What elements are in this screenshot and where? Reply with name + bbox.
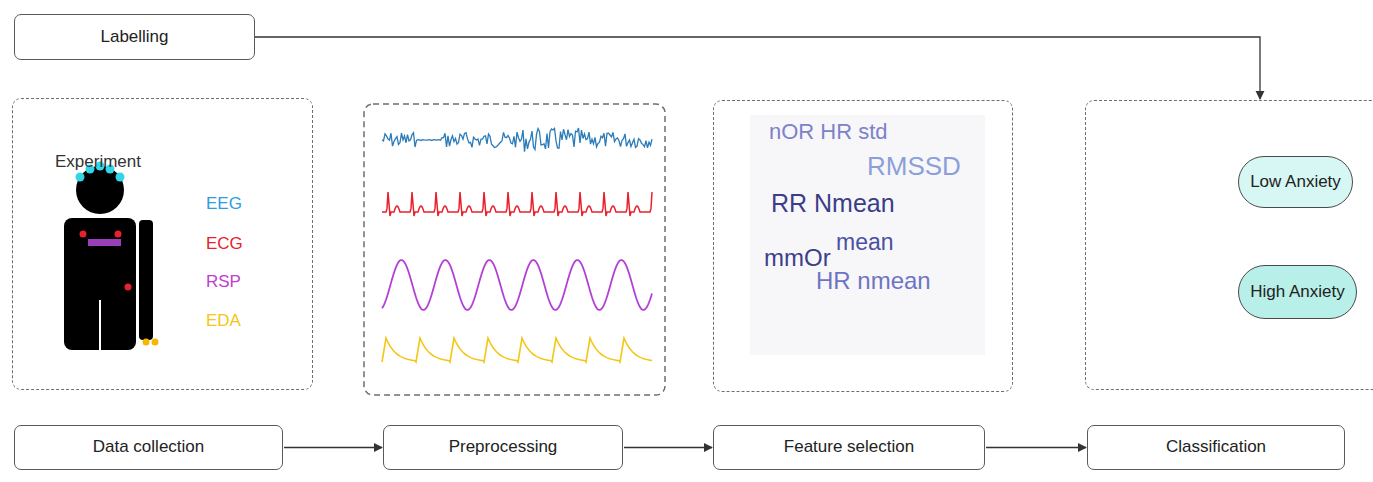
- box-label: Preprocessing: [449, 438, 558, 457]
- experiment-panel: ExperimentEEG ECG RSP EDA: [12, 98, 313, 390]
- classification-panel: Low AnxietyHigh Anxiety: [1085, 100, 1373, 390]
- feature-panel: nOR HR stdRMSSD RR Nmean mmOrmean HR nmean: [713, 100, 1013, 392]
- word-cloud-ground: [750, 115, 985, 355]
- box-label: High Anxiety: [1250, 283, 1345, 302]
- flow-arrow: [284, 447, 382, 448]
- process-box: Classification: [1087, 425, 1345, 470]
- panel-label: RR Nmean: [771, 191, 895, 216]
- panel-label: ECG: [206, 235, 243, 252]
- panel-label: RSP: [206, 273, 241, 290]
- panel-label: RMSSD: [867, 153, 961, 179]
- person-figure: [64, 162, 159, 353]
- panel-label: nOR HR std: [769, 121, 888, 143]
- flow-arrow: [255, 37, 1260, 99]
- process-box: Data collection: [14, 425, 283, 470]
- panel-label: EDA: [206, 312, 241, 329]
- class-pill: Low Anxiety: [1238, 156, 1353, 208]
- panel-label: HR nmean: [816, 269, 931, 293]
- panel-label: EEG: [206, 195, 242, 212]
- process-box: Preprocessing: [383, 425, 623, 470]
- panel-label: mmOr: [764, 246, 831, 270]
- box-label: Labelling: [100, 28, 168, 47]
- process-box: Feature selection: [713, 425, 985, 470]
- panel-label: mean: [836, 231, 894, 254]
- process-box: Labelling: [14, 14, 255, 60]
- class-pill: High Anxiety: [1238, 265, 1357, 319]
- box-label: Data collection: [93, 438, 205, 457]
- panel-label: Experiment: [55, 153, 141, 170]
- box-label: Low Anxiety: [1250, 173, 1341, 192]
- flow-arrow: [986, 447, 1086, 448]
- signal-traces: [382, 128, 652, 362]
- box-label: Classification: [1166, 438, 1266, 457]
- box-label: Feature selection: [784, 438, 914, 457]
- signal-panel: [364, 104, 665, 395]
- flow-arrow: [624, 447, 712, 448]
